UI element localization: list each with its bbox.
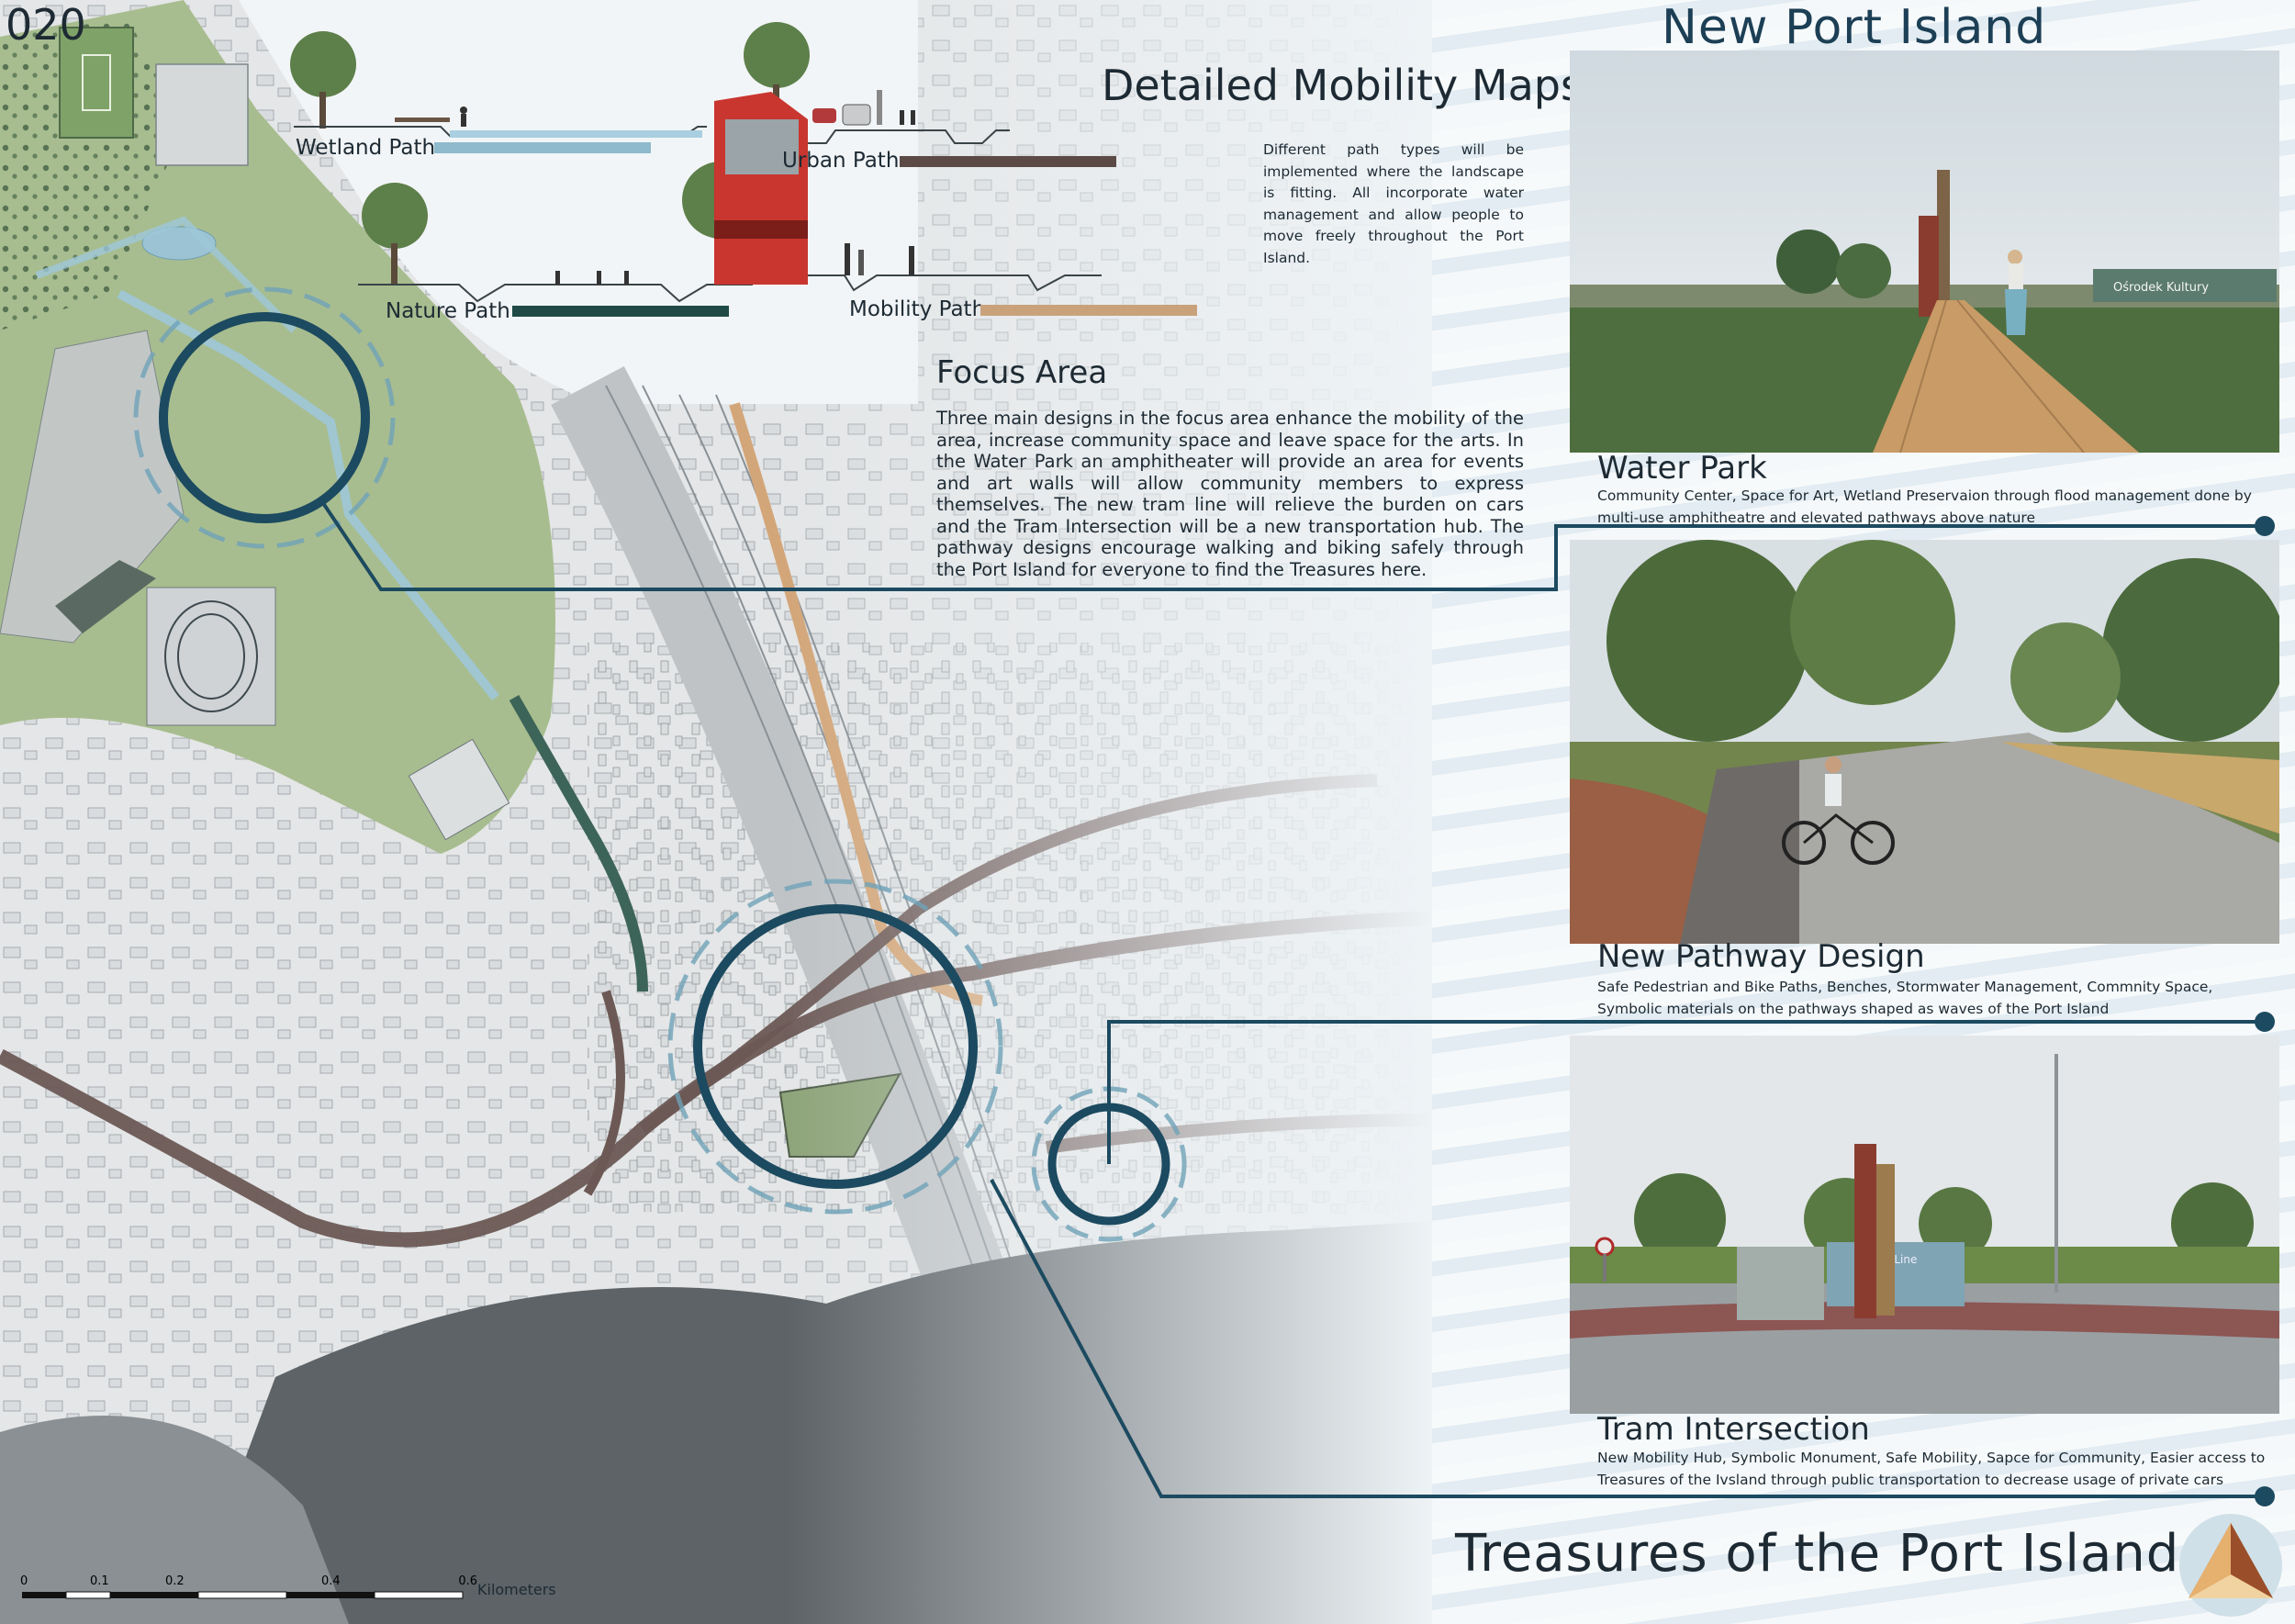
monument-tower <box>1854 1144 1876 1318</box>
urban-section <box>744 22 1010 144</box>
cyclist <box>1782 756 1895 865</box>
scale-unit: Kilometers <box>477 1581 556 1598</box>
pathway-title: New Pathway Design <box>1597 938 1925 975</box>
culture-center-sign <box>2093 269 2277 302</box>
focus-circle-water-park <box>159 312 370 523</box>
boardwalk <box>1873 300 2139 453</box>
mobility-heading: Detailed Mobility Maps <box>1102 61 1583 110</box>
path-label-mobility: Mobility Path <box>849 297 986 321</box>
water-park-title: Water Park <box>1597 450 1767 487</box>
tram-illustration <box>714 92 808 285</box>
pathway-desc: Safe Pedestrian and Bike Paths, Benches,… <box>1597 979 2213 1017</box>
map-scale-bar: 0 0.1 0.2 0.4 0.6 <box>20 1574 477 1599</box>
scale-tick-0.1: 0.1 <box>90 1574 109 1588</box>
info-panel <box>1737 1247 1824 1320</box>
mobility-section <box>714 92 1102 292</box>
board-number: 020 <box>6 0 86 50</box>
tram-line-sign <box>1827 1242 1965 1306</box>
scale-tick-0.6: 0.6 <box>458 1574 477 1588</box>
nature-section <box>358 162 759 303</box>
concrete-path <box>1799 733 2279 944</box>
wetland-section <box>290 31 707 138</box>
path-label-urban: Urban Path <box>782 149 900 173</box>
treasure-logo-icon <box>2179 1514 2282 1617</box>
mobility-intro-text: Different path types will be implemented… <box>1263 141 1524 266</box>
focus-area-text: Three main designs in the focus area enh… <box>936 408 1524 580</box>
tram-desc: New Mobility Hub, Symbolic Monument, Saf… <box>1597 1450 2266 1488</box>
path-sections-illustration <box>290 22 1102 303</box>
culture-center-sign-text: Ośrodek Kultury <box>2113 281 2209 295</box>
site-plan-map <box>0 0 1432 1624</box>
bottom-title: Treasures of the Port Island <box>1455 1524 2180 1584</box>
scale-tick-0.4: 0.4 <box>321 1574 341 1588</box>
path-label-wetland: Wetland Path <box>296 136 436 160</box>
legend-bar-nature <box>512 306 729 317</box>
legend-bar-wetland <box>434 142 651 153</box>
focus-area-heading: Focus Area <box>936 354 1108 391</box>
focus-circle-tram-intersection <box>693 904 978 1189</box>
tram-title: Tram Intersection <box>1597 1411 1870 1448</box>
legend-bar-mobility <box>980 305 1197 316</box>
water-park-render: Ośrodek Kultury <box>1570 50 2279 453</box>
path-label-nature: Nature Path <box>386 299 510 323</box>
scale-tick-0.2: 0.2 <box>165 1574 185 1588</box>
scale-tick-0: 0 <box>20 1574 28 1588</box>
water-park-desc: Community Center, Space for Art, Wetland… <box>1597 487 2252 526</box>
walking-woman <box>2005 250 2027 335</box>
legend-bar-urban <box>900 156 1116 167</box>
pathway-render <box>1570 540 2279 944</box>
gravel-strip <box>1680 760 1799 944</box>
tram-intersection-render: Tram Line <box>1570 1036 2279 1414</box>
